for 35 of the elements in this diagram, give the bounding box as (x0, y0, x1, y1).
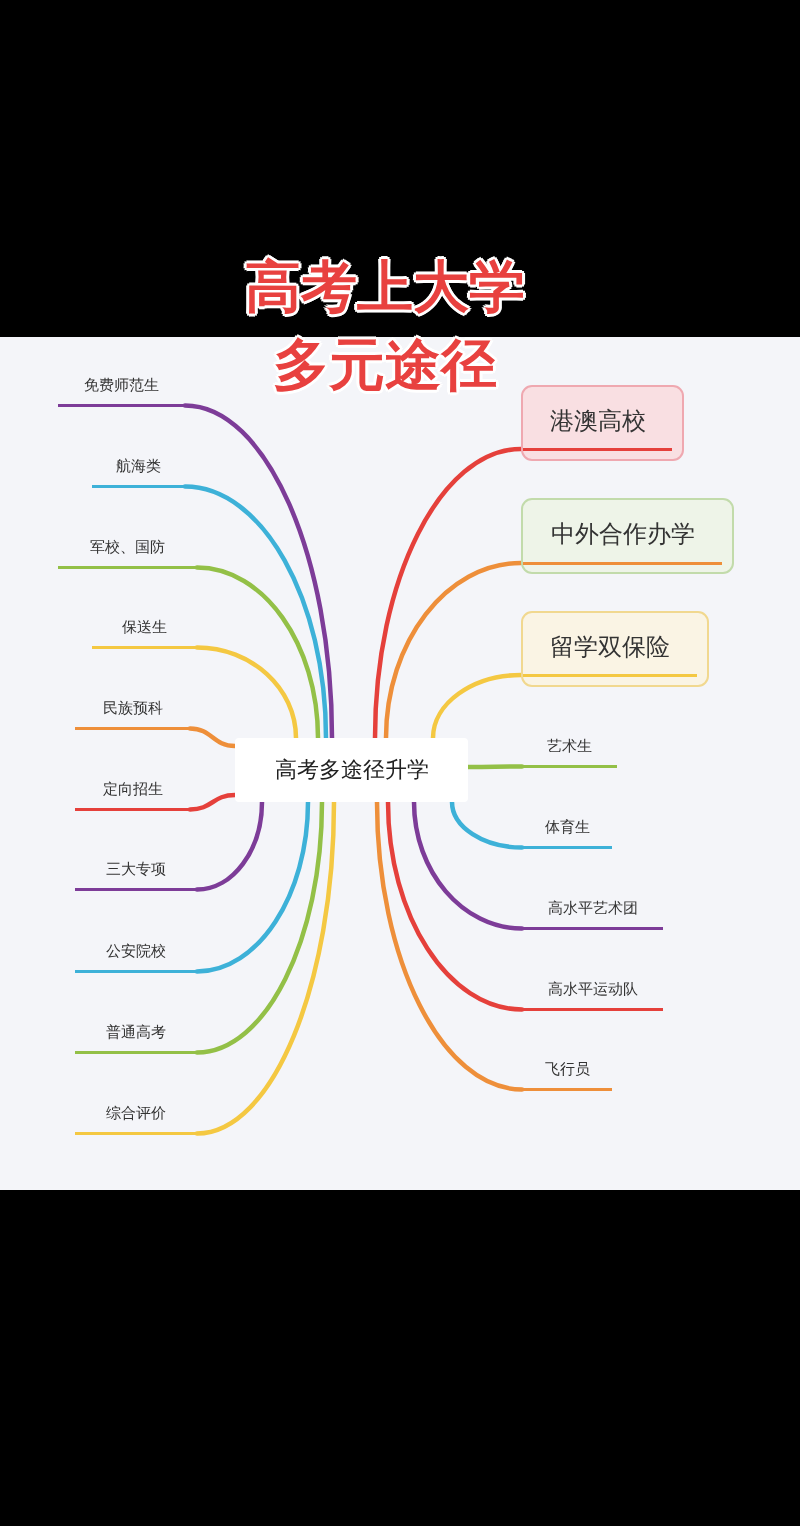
topic-box (521, 611, 709, 687)
branch-line (194, 645, 299, 741)
branch-label: 高水平运动队 (522, 977, 663, 1011)
branch-label: 艺术生 (522, 734, 617, 768)
branch-line (182, 403, 335, 741)
branch-line (194, 799, 325, 1055)
topic-label: 留学双保险 (523, 632, 697, 677)
branch-line (182, 484, 329, 741)
branch-label: 定向招生 (75, 777, 190, 811)
topic-label: 港澳高校 (523, 406, 672, 451)
branch-label: 普通高考 (75, 1020, 197, 1054)
branch-line (194, 799, 265, 892)
topic-box (521, 498, 734, 574)
branch-line (194, 799, 311, 974)
branch-label: 免费师范生 (58, 373, 185, 407)
branch-label: 公安院校 (75, 939, 197, 973)
topic-box: 高考多途径升学 (235, 738, 468, 802)
topic-label: 中外合作办学 (523, 519, 722, 565)
title: 高考上大学多元途径 (244, 253, 526, 399)
branch-line (385, 799, 525, 1012)
branch-label: 保送生 (92, 615, 197, 649)
topic-box (521, 385, 684, 461)
branch-label: 体育生 (522, 815, 612, 849)
branch-line (194, 565, 321, 741)
branch-label: 军校、国防 (58, 535, 197, 569)
branch-label: 三大专项 (75, 857, 197, 891)
branch-line (411, 799, 525, 931)
branch-label: 飞行员 (522, 1057, 612, 1091)
branch-label: 综合评价 (75, 1101, 197, 1135)
branch-line (449, 799, 525, 850)
branch-label: 高水平艺术团 (522, 896, 663, 930)
branch-line (194, 799, 337, 1136)
branch-line (374, 799, 525, 1092)
branch-label: 民族预科 (75, 696, 190, 730)
branch-label: 航海类 (92, 454, 185, 488)
